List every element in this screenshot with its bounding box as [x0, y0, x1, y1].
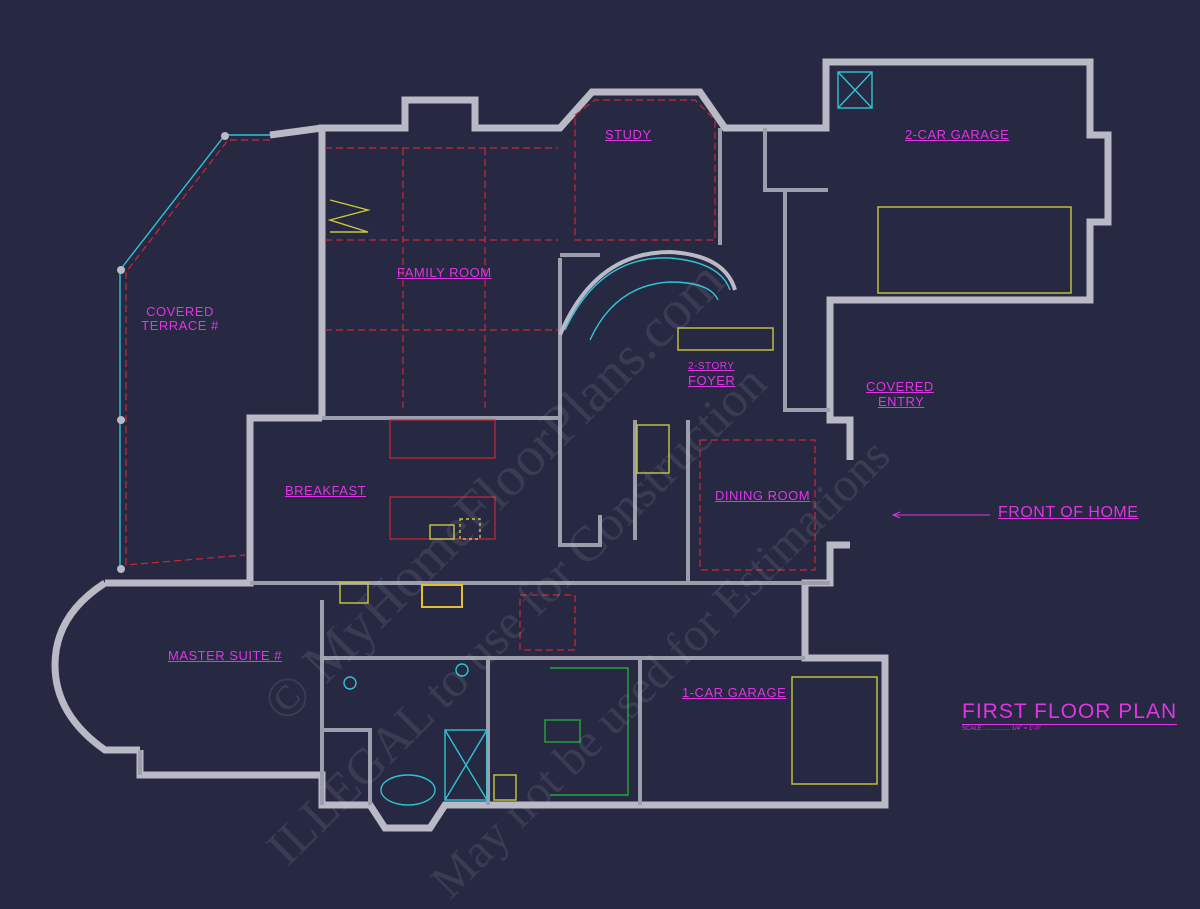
room-label-covered-terrace: COVERED TERRACE #: [140, 305, 220, 333]
covered-terrace-text: COVERED TERRACE #: [141, 304, 219, 333]
ceiling-lines: [325, 99, 816, 651]
front-of-home-label: FRONT OF HOME: [998, 504, 1139, 521]
front-arrow: [891, 511, 990, 519]
covered-terrace-outline: [117, 132, 272, 573]
room-label-entry: ENTRY: [878, 394, 925, 409]
room-label-one-car-garage: 1-CAR GARAGE: [682, 685, 787, 700]
room-label-family-room: FAMILY ROOM: [397, 265, 492, 280]
room-label-two-car-garage: 2-CAR GARAGE: [905, 127, 1010, 142]
interior-walls: [138, 128, 830, 805]
room-label-dining-room: DINING ROOM: [715, 488, 811, 503]
room-label-foyer: FOYER: [688, 373, 736, 388]
room-label-master-suite: MASTER SUITE #: [168, 648, 282, 663]
scale-label: SCALE: ............... 1/4" = 1'-0": [962, 726, 1041, 732]
curved-staircase: [558, 249, 737, 341]
room-label-covered: COVERED: [866, 379, 934, 394]
fixtures: [327, 71, 1072, 806]
plan-title: FIRST FLOOR PLAN: [962, 700, 1178, 725]
room-label-study: STUDY: [605, 127, 652, 142]
room-label-breakfast: BREAKFAST: [285, 483, 367, 498]
room-label-two-story: 2-STORY: [688, 361, 735, 372]
